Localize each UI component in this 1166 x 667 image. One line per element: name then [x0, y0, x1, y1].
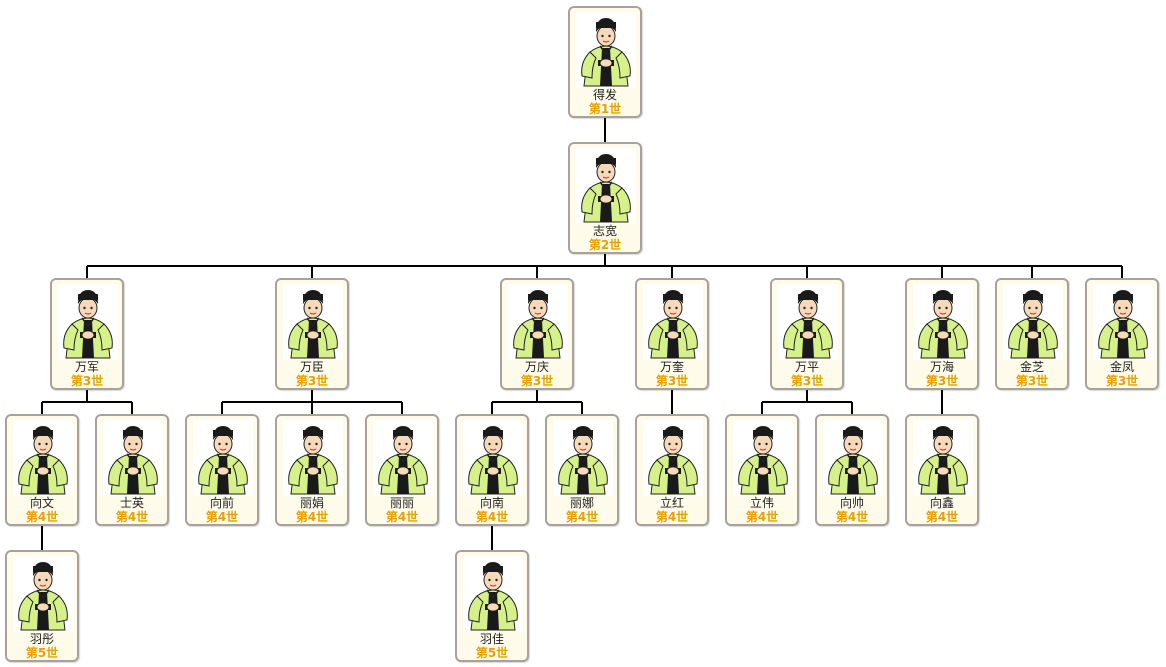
person-portrait-icon [13, 556, 73, 632]
person-portrait-icon [913, 420, 973, 496]
member-card[interactable]: 向前第4世 [185, 414, 259, 526]
member-generation: 第4世 [925, 510, 959, 524]
member-name: 万臣 [299, 360, 324, 374]
member-card[interactable]: 万平第3世 [770, 278, 844, 390]
member-name: 向南 [479, 496, 504, 510]
member-card[interactable]: 士英第4世 [95, 414, 169, 526]
member-card[interactable]: 丽丽第4世 [365, 414, 439, 526]
person-portrait-icon [823, 420, 883, 496]
member-generation: 第3世 [925, 374, 959, 388]
member-card[interactable]: 万庆第3世 [500, 278, 574, 390]
person-portrait-icon [576, 148, 636, 224]
member-card[interactable]: 金芝第3世 [995, 278, 1069, 390]
member-generation: 第5世 [25, 646, 59, 660]
member-name: 士英 [119, 496, 144, 510]
member-generation: 第1世 [588, 102, 622, 116]
member-generation: 第4世 [205, 510, 239, 524]
member-generation: 第4世 [25, 510, 59, 524]
member-card[interactable]: 向帅第4世 [815, 414, 889, 526]
member-generation: 第4世 [475, 510, 509, 524]
member-name: 立伟 [749, 496, 774, 510]
member-name: 万庆 [524, 360, 549, 374]
member-card[interactable]: 志宽第2世 [568, 142, 642, 254]
member-card[interactable]: 金凤第3世 [1085, 278, 1159, 390]
member-card[interactable]: 丽娜第4世 [545, 414, 619, 526]
member-generation: 第4世 [655, 510, 689, 524]
person-portrait-icon [508, 284, 568, 360]
member-generation: 第3世 [1015, 374, 1049, 388]
member-generation: 第2世 [588, 238, 622, 252]
member-card[interactable]: 万海第3世 [905, 278, 979, 390]
member-name: 得发 [592, 88, 617, 102]
member-card[interactable]: 羽彤第5世 [5, 550, 79, 662]
person-portrait-icon [553, 420, 613, 496]
member-name: 万平 [794, 360, 819, 374]
person-portrait-icon [643, 284, 703, 360]
member-generation: 第3世 [655, 374, 689, 388]
member-card[interactable]: 羽佳第5世 [455, 550, 529, 662]
member-generation: 第4世 [385, 510, 419, 524]
person-portrait-icon [913, 284, 973, 360]
member-generation: 第3世 [520, 374, 554, 388]
member-name: 向前 [209, 496, 234, 510]
member-name: 万奎 [659, 360, 684, 374]
person-portrait-icon [778, 284, 838, 360]
member-generation: 第3世 [295, 374, 329, 388]
member-name: 向帅 [839, 496, 864, 510]
member-card[interactable]: 丽娟第4世 [275, 414, 349, 526]
member-generation: 第3世 [790, 374, 824, 388]
member-generation: 第5世 [475, 646, 509, 660]
person-portrait-icon [733, 420, 793, 496]
member-generation: 第3世 [1105, 374, 1139, 388]
member-name: 志宽 [592, 224, 617, 238]
person-portrait-icon [283, 284, 343, 360]
member-name: 万海 [929, 360, 954, 374]
member-name: 万军 [74, 360, 99, 374]
member-name: 向鑫 [929, 496, 954, 510]
member-name: 金凤 [1109, 360, 1134, 374]
member-name: 向文 [29, 496, 54, 510]
person-portrait-icon [463, 556, 523, 632]
member-generation: 第4世 [835, 510, 869, 524]
member-card[interactable]: 向鑫第4世 [905, 414, 979, 526]
member-card[interactable]: 立伟第4世 [725, 414, 799, 526]
person-portrait-icon [643, 420, 703, 496]
member-card[interactable]: 万军第3世 [50, 278, 124, 390]
member-name: 丽丽 [389, 496, 414, 510]
person-portrait-icon [1093, 284, 1153, 360]
person-portrait-icon [58, 284, 118, 360]
member-generation: 第4世 [115, 510, 149, 524]
member-card[interactable]: 万臣第3世 [275, 278, 349, 390]
member-name: 羽佳 [479, 632, 504, 646]
person-portrait-icon [103, 420, 163, 496]
member-name: 丽娟 [299, 496, 324, 510]
person-portrait-icon [576, 12, 636, 88]
person-portrait-icon [1003, 284, 1063, 360]
person-portrait-icon [463, 420, 523, 496]
member-generation: 第4世 [745, 510, 779, 524]
member-card[interactable]: 向文第4世 [5, 414, 79, 526]
member-card[interactable]: 向南第4世 [455, 414, 529, 526]
member-card[interactable]: 万奎第3世 [635, 278, 709, 390]
person-portrait-icon [193, 420, 253, 496]
member-name: 羽彤 [29, 632, 54, 646]
member-generation: 第4世 [295, 510, 329, 524]
member-generation: 第4世 [565, 510, 599, 524]
person-portrait-icon [283, 420, 343, 496]
member-generation: 第3世 [70, 374, 104, 388]
member-card[interactable]: 得发第1世 [568, 6, 642, 118]
member-name: 金芝 [1019, 360, 1044, 374]
member-name: 立红 [659, 496, 684, 510]
person-portrait-icon [13, 420, 73, 496]
person-portrait-icon [373, 420, 433, 496]
member-name: 丽娜 [569, 496, 594, 510]
member-card[interactable]: 立红第4世 [635, 414, 709, 526]
